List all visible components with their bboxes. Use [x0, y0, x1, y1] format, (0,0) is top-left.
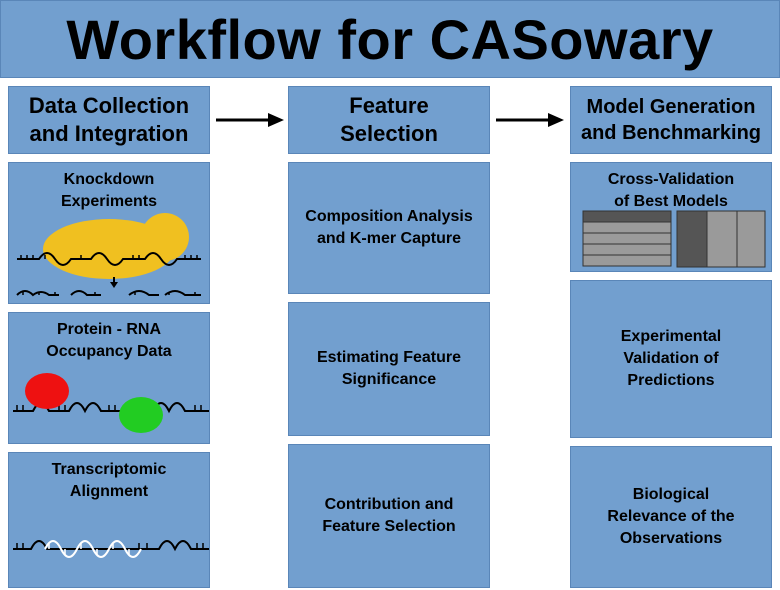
rna-strand-icon — [13, 540, 209, 552]
rna-fragments-icon — [16, 290, 201, 297]
box-label: Protein - RNA Occupancy Data — [46, 321, 172, 360]
box-contribution-selection: Contribution and Feature Selection — [288, 444, 490, 588]
box-knockdown-experiments: Knockdown Experiments — [8, 162, 210, 304]
box-label: Biological Relevance of the Observations — [607, 486, 735, 547]
header-model-generation: Model Generation and Benchmarking — [570, 86, 772, 154]
box-label: Knockdown Experiments — [60, 171, 158, 210]
box-biological-relevance: Biological Relevance of the Observations — [570, 446, 772, 588]
box-label: Transcriptomic Alignment — [51, 461, 167, 500]
box-composition-analysis: Composition Analysis and K-mer Capture — [288, 162, 490, 294]
data-table-icon — [582, 210, 672, 267]
page-title: Workflow for CASowary — [66, 7, 714, 71]
header-label: Data Collection and Integration — [28, 93, 190, 146]
red-protein-circle — [25, 373, 69, 409]
box-experimental-validation: Experimental Validation of Predictions — [570, 280, 772, 438]
header-feature-selection: Feature Selection — [288, 86, 490, 154]
title-banner: Workflow for CASowary — [0, 0, 780, 78]
yellow-complex-blob — [43, 213, 189, 279]
cross-validation-illustration — [582, 210, 766, 268]
box-label: Composition Analysis and K-mer Capture — [305, 208, 473, 247]
box-estimating-significance: Estimating Feature Significance — [288, 302, 490, 436]
header-data-collection: Data Collection and Integration — [8, 86, 210, 154]
box-transcriptomic-alignment: Transcriptomic Alignment — [8, 452, 210, 588]
box-label: Experimental Validation of Predictions — [620, 328, 722, 389]
box-label: Contribution and Feature Selection — [322, 496, 456, 535]
box-cross-validation: Cross-Validation of Best Models — [570, 162, 772, 272]
header-label: Model Generation and Benchmarking — [580, 96, 762, 144]
aligned-read-icon — [44, 540, 142, 558]
box-protein-rna-occupancy: Protein - RNA Occupancy Data — [8, 312, 210, 444]
arrow-right-icon — [216, 113, 284, 127]
header-label: Feature Selection — [340, 93, 438, 146]
knockdown-illustration — [16, 213, 201, 297]
arrow-right-icon — [496, 113, 564, 127]
green-protein-circle — [119, 397, 163, 433]
alignment-illustration — [13, 540, 209, 558]
box-label: Estimating Feature Significance — [316, 349, 462, 388]
fold-columns-icon — [676, 210, 766, 268]
rna-strand-icon — [17, 252, 201, 266]
down-arrow-icon — [110, 277, 118, 288]
box-label: Cross-Validation of Best Models — [607, 171, 735, 210]
occupancy-illustration — [13, 373, 209, 433]
